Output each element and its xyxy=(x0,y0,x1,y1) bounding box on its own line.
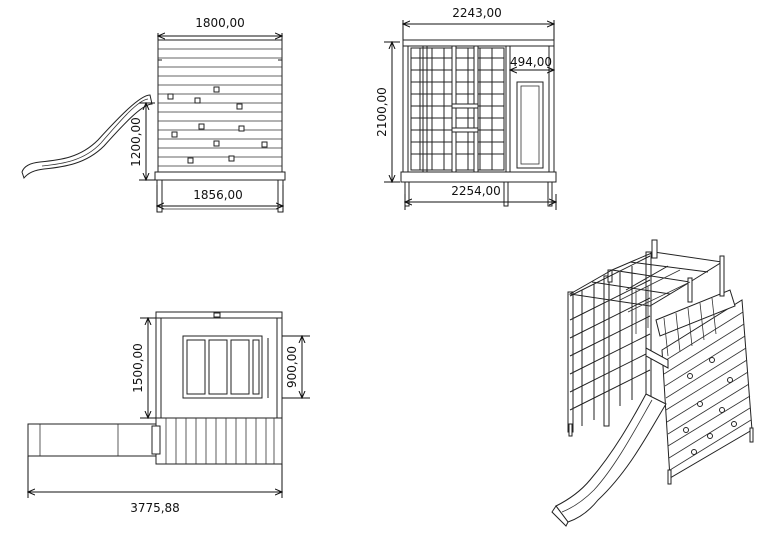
side-width-bottom-label: 1856,00 xyxy=(193,188,243,202)
top-height-label: 1500,00 xyxy=(131,343,145,393)
isometric-climbing-holds xyxy=(683,357,737,455)
top-opening-label: 900,00 xyxy=(285,346,299,388)
front-view: 2243,00 xyxy=(375,6,556,210)
front-height-label: 2100,00 xyxy=(375,87,389,137)
top-rail-panels xyxy=(182,335,269,399)
front-width-bottom-label: 2254,00 xyxy=(451,184,501,198)
top-view: 1500,00 900,00 3775,88 xyxy=(27,311,310,515)
front-slide-width-label: 494,00 xyxy=(510,55,552,69)
side-slide xyxy=(21,94,153,180)
isometric-climbing-frame xyxy=(567,239,725,433)
isometric-slide xyxy=(551,393,667,527)
side-deck-planks xyxy=(157,39,283,181)
side-height-label: 1200,00 xyxy=(129,117,143,167)
side-view: 1800,00 xyxy=(21,16,286,213)
top-slide xyxy=(27,423,161,457)
isometric-view xyxy=(551,239,754,527)
front-slide xyxy=(516,81,544,169)
front-width-top-label: 2243,00 xyxy=(452,6,502,20)
top-total-length-label: 3775,88 xyxy=(130,501,180,515)
side-climbing-holds xyxy=(167,86,268,164)
side-width-top-label: 1800,00 xyxy=(195,16,245,30)
top-deck-slats xyxy=(155,417,283,465)
